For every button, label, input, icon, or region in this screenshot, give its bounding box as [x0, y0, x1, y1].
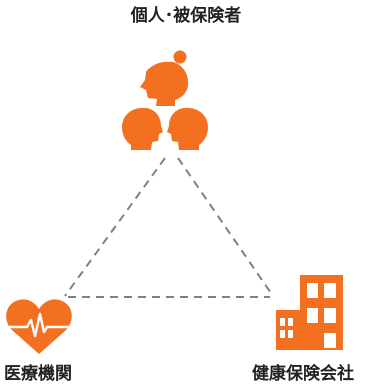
node-label-medical-institution: 医療機関: [4, 364, 72, 384]
person-left-head: [122, 107, 163, 150]
pulse-line: [6, 312, 73, 338]
triangle-connectors: [64, 157, 274, 298]
node-label-insurance-company: 健康保険会社: [252, 364, 354, 384]
node-label-individual: 個人･被保険者: [130, 6, 242, 26]
connector-top-right: [177, 157, 274, 297]
people-icon: [122, 50, 208, 150]
person-right-head: [167, 107, 208, 150]
building-icon: [276, 275, 343, 350]
person-top-head: [140, 50, 189, 106]
connector-top-left: [64, 157, 166, 297]
heart-pulse-icon: [6, 299, 73, 354]
